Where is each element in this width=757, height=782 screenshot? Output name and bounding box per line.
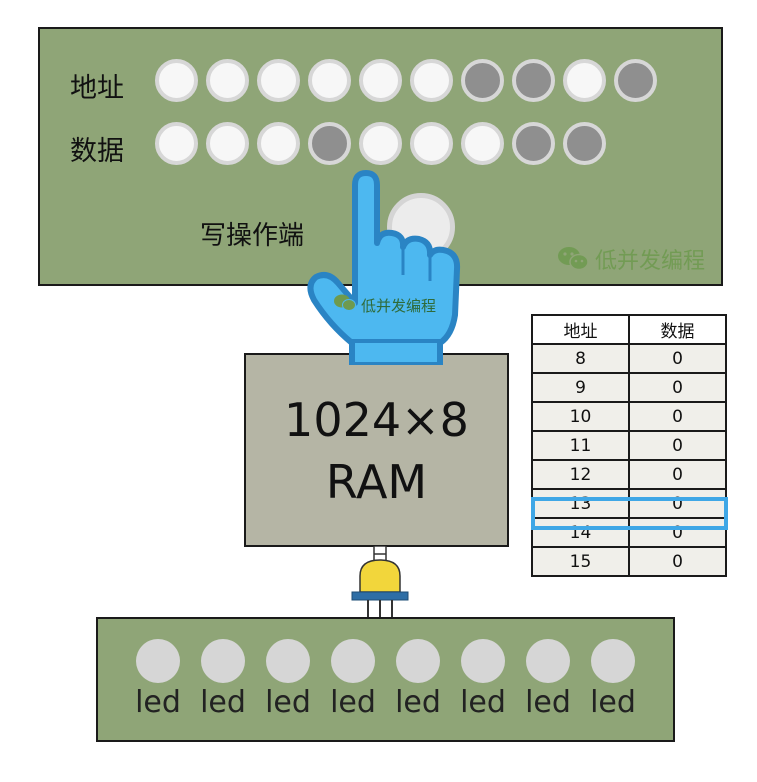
data-cell: 0 (628, 459, 727, 490)
data-label: 数据 (70, 136, 124, 167)
led-indicator (396, 639, 440, 683)
led-label: led (395, 685, 441, 720)
output-led: led (525, 639, 571, 720)
data-bit-switch[interactable] (308, 122, 351, 165)
data-bit-switch[interactable] (206, 122, 249, 165)
table-header-address: 地址 (531, 314, 630, 345)
address-bit-switch[interactable] (359, 59, 402, 102)
output-led: led (265, 639, 311, 720)
led-indicator (201, 639, 245, 683)
data-switches (155, 122, 606, 165)
data-bit-switch[interactable] (410, 122, 453, 165)
led-label: led (590, 685, 636, 720)
output-led: led (395, 639, 441, 720)
output-led: led (135, 639, 181, 720)
output-led: led (200, 639, 246, 720)
led-indicator (331, 639, 375, 683)
led-label: led (460, 685, 506, 720)
led-label: led (525, 685, 571, 720)
table-header-data: 数据 (628, 314, 727, 345)
address-bit-switch[interactable] (563, 59, 606, 102)
address-cell: 9 (531, 372, 630, 403)
data-bit-switch[interactable] (359, 122, 402, 165)
data-cell: 0 (628, 488, 727, 519)
address-bit-switch[interactable] (461, 59, 504, 102)
address-cell: 8 (531, 343, 630, 374)
data-cell: 0 (628, 372, 727, 403)
output-led: led (330, 639, 376, 720)
data-bit-switch[interactable] (563, 122, 606, 165)
led-indicator (461, 639, 505, 683)
address-bit-switch[interactable] (257, 59, 300, 102)
hand-watermark: 低并发编程 (361, 297, 436, 315)
led-label: led (135, 685, 181, 720)
address-bit-switch[interactable] (308, 59, 351, 102)
ram-chip: 1024×8 RAM (244, 353, 509, 547)
address-switches (155, 59, 657, 102)
data-cell: 0 (628, 517, 727, 548)
address-bit-switch[interactable] (206, 59, 249, 102)
address-cell: 12 (531, 459, 630, 490)
address-bit-switch[interactable] (512, 59, 555, 102)
led-indicator (591, 639, 635, 683)
data-bit-switch[interactable] (257, 122, 300, 165)
output-led: led (590, 639, 636, 720)
address-label: 地址 (70, 73, 124, 104)
led-indicator (136, 639, 180, 683)
led-indicator (266, 639, 310, 683)
watermark-text: 低并发编程 (594, 249, 705, 274)
data-bit-switch[interactable] (461, 122, 504, 165)
ram-size: 1024×8 (284, 393, 469, 447)
hand-pointer-icon: 低并发编程 (307, 170, 461, 365)
data-cell: 0 (628, 401, 727, 432)
watermark: 低并发编程 (557, 243, 705, 275)
write-label: 写操作端 (200, 221, 305, 251)
data-cell: 0 (628, 343, 727, 374)
data-cell: 0 (628, 546, 727, 577)
output-led: led (460, 639, 506, 720)
led-indicator (526, 639, 570, 683)
address-bit-switch[interactable] (410, 59, 453, 102)
address-cell: 10 (531, 401, 630, 432)
data-bit-switch[interactable] (512, 122, 555, 165)
led-label: led (330, 685, 376, 720)
wechat-icon (557, 247, 589, 271)
led-bulb-icon (351, 546, 409, 617)
row-highlight (531, 497, 728, 530)
address-bit-switch[interactable] (155, 59, 198, 102)
ram-label: RAM (325, 455, 428, 509)
data-bit-switch[interactable] (155, 122, 198, 165)
led-label: led (265, 685, 311, 720)
address-bit-switch[interactable] (614, 59, 657, 102)
address-cell: 15 (531, 546, 630, 577)
address-cell: 11 (531, 430, 630, 461)
data-cell: 0 (628, 430, 727, 461)
address-cell: 14 (531, 517, 630, 548)
led-label: led (200, 685, 246, 720)
